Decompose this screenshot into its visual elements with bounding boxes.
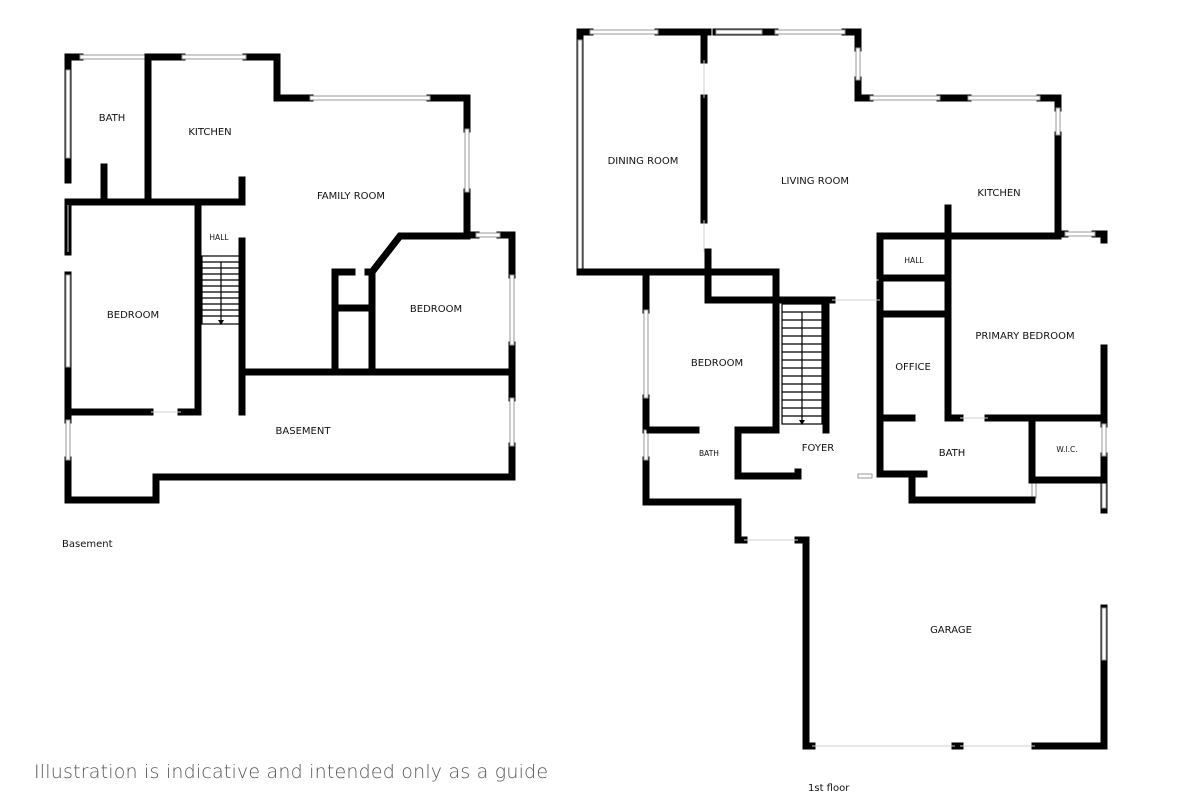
- basement-window: [79, 54, 149, 60]
- floor-label-first-floor: 1st floor: [808, 783, 850, 794]
- room-label-garage: GARAGE: [930, 625, 972, 636]
- first-floor-plan: DINING ROOM LIVING ROOM KITCHEN HALL PRI…: [576, 28, 1108, 750]
- first-floor-window: [967, 95, 1041, 101]
- room-label-living-room: LIVING ROOM: [781, 176, 849, 187]
- floor-label-basement: Basement: [62, 539, 113, 550]
- first-floor-window: [1101, 479, 1107, 509]
- basement-window: [509, 274, 515, 346]
- room-label-first-floor-hall: HALL: [904, 256, 924, 265]
- first-floor-window: [589, 29, 659, 35]
- stair-arrow-icon: [799, 420, 805, 425]
- room-label-basement-bedroom-right: BEDROOM: [410, 304, 462, 315]
- first-floor-window: [1101, 607, 1107, 661]
- basement-window: [65, 419, 71, 461]
- basement-plan: BATH KITCHEN FAMILY ROOM HALL BEDROOM BE…: [64, 53, 516, 504]
- stair-arrow-icon: [218, 320, 224, 325]
- room-label-foyer: FOYER: [802, 443, 835, 454]
- basement-window: [65, 69, 71, 159]
- first-floor-outer-wall: [576, 28, 1108, 750]
- first-floor-window: [857, 473, 873, 479]
- room-label-wic: W.I.C.: [1056, 445, 1077, 454]
- basement-window: [309, 95, 431, 101]
- basement-interior-wall: [64, 53, 516, 416]
- first-floor-window: [1101, 423, 1107, 457]
- first-floor-window: [1055, 107, 1061, 136]
- basement-window: [475, 232, 501, 238]
- first-floor-window: [774, 29, 846, 35]
- first-floor-window: [643, 309, 649, 399]
- room-label-first-floor-bath-small: BATH: [699, 449, 719, 458]
- room-label-first-floor-bedroom: BEDROOM: [691, 358, 743, 369]
- room-label-basement-bath: BATH: [99, 113, 126, 124]
- first-floor-window: [715, 29, 763, 35]
- room-label-basement-bedroom-left: BEDROOM: [107, 310, 159, 321]
- disclaimer-text: Illustration is indicative and intended …: [34, 761, 549, 783]
- room-label-basement-family-room: FAMILY ROOM: [317, 191, 385, 202]
- first-floor-window: [869, 95, 941, 101]
- basement-window: [65, 274, 71, 368]
- first-floor-window: [577, 39, 583, 273]
- room-label-office: OFFICE: [895, 362, 931, 373]
- room-label-basement-basement: BASEMENT: [276, 426, 332, 437]
- basement-window: [464, 128, 470, 193]
- first-floor-window: [1064, 231, 1096, 237]
- room-label-basement-hall: HALL: [209, 233, 229, 242]
- first-floor-window: [643, 429, 649, 461]
- first-floor-stairs: [781, 303, 823, 425]
- room-label-dining-room: DINING ROOM: [608, 156, 679, 167]
- room-label-first-floor-kitchen: KITCHEN: [977, 188, 1020, 199]
- first-floor-window: [855, 47, 861, 81]
- room-label-first-floor-bath: BATH: [939, 448, 966, 459]
- room-label-basement-kitchen: KITCHEN: [188, 127, 231, 138]
- room-label-primary-bedroom: PRIMARY BEDROOM: [975, 331, 1074, 342]
- basement-window: [509, 397, 515, 447]
- first-floor-interior-wall: [576, 28, 1108, 504]
- basement-window: [181, 54, 247, 60]
- basement-stairs: [201, 255, 241, 325]
